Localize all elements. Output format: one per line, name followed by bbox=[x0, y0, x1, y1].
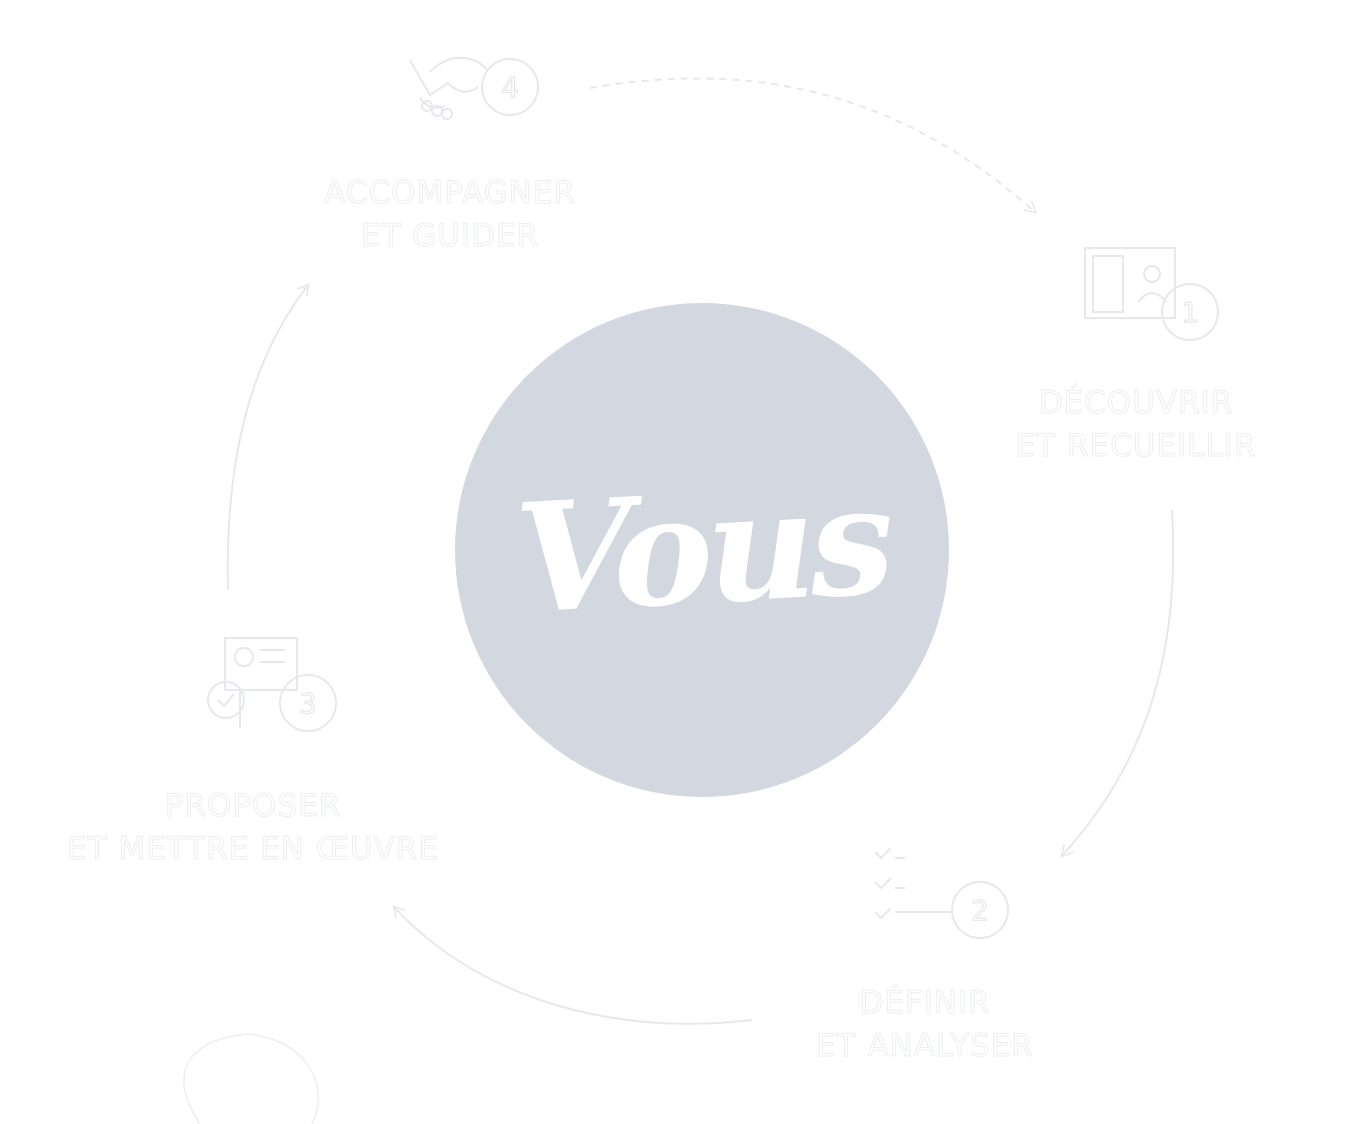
step-1-line-2: ET RECUEILLIR bbox=[1015, 428, 1257, 465]
center-label: Vous bbox=[511, 452, 893, 648]
step-label-1: DÉCOUVRIR ET RECUEILLIR bbox=[1000, 382, 1272, 468]
arrow-3-to-4 bbox=[226, 282, 310, 591]
document-person-icon: 1 bbox=[1084, 247, 1219, 341]
arrow-1-to-2 bbox=[1060, 509, 1175, 858]
arrow-2-to-3 bbox=[392, 905, 753, 1025]
step-2-line-2: ET ANALYSER bbox=[816, 1028, 1034, 1065]
checklist-icon: 2 bbox=[874, 847, 1009, 939]
decorative-arc bbox=[183, 1033, 320, 1124]
step-3-line-2: ET METTRE EN ŒUVRE bbox=[67, 831, 439, 868]
step-number-2: 2 bbox=[971, 894, 989, 927]
step-4-line-2: ET GUIDER bbox=[360, 218, 540, 255]
step-number-1: 1 bbox=[1181, 296, 1199, 329]
center-circle bbox=[455, 303, 949, 797]
step-1-line-1: DÉCOUVRIR bbox=[1038, 385, 1234, 422]
step-2-line-1: DÉFINIR bbox=[859, 985, 991, 1022]
step-number-4: 4 bbox=[501, 71, 519, 104]
arrow-4-to-1 bbox=[589, 77, 1037, 214]
step-4-line-1: ACCOMPAGNER bbox=[324, 175, 576, 212]
step-label-4: ACCOMPAGNER ET GUIDER bbox=[300, 172, 600, 258]
step-label-2: DÉFINIR ET ANALYSER bbox=[790, 982, 1060, 1068]
step-label-3: PROPOSER ET METTRE EN ŒUVRE bbox=[30, 785, 476, 871]
step-3-line-1: PROPOSER bbox=[164, 788, 342, 825]
handshake-icon: 4 bbox=[409, 56, 539, 120]
presentation-icon: 3 bbox=[207, 637, 337, 732]
step-number-3: 3 bbox=[299, 687, 317, 720]
